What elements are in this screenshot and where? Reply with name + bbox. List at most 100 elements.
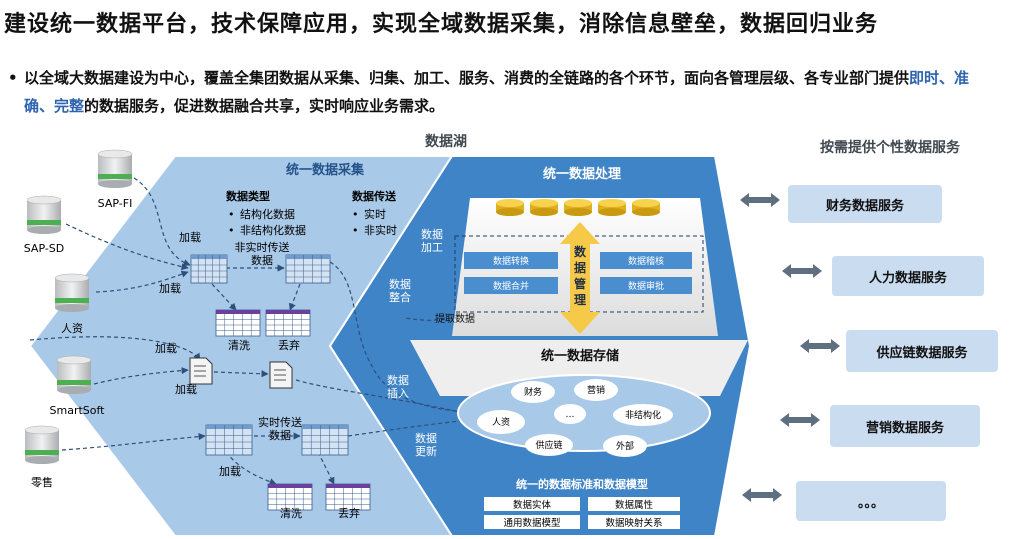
coin-icon [632,203,660,212]
coin-stack-icons [496,199,660,216]
database-icon [26,195,62,234]
data-type-bullet-1: • [228,208,235,221]
service-label: 财务数据服务 [825,198,904,214]
services-header: 按需提供个性数据服务 [820,139,961,156]
integration-label: 数据整合 [389,277,411,304]
coin-icon [496,203,524,212]
bullet-mark: • [8,69,18,87]
double-arrow-icon [780,413,820,427]
table-icon [301,424,349,456]
double-arrow-icon [782,264,822,278]
convert-box [464,252,558,269]
approve-box [600,277,692,294]
source-label: SAP-FI [98,197,133,210]
storage-item [477,410,525,434]
service-label: 供应链数据服务 [876,345,968,361]
load-label-1: 加载 [179,231,201,244]
nonrealtime-label: 非实时传送数据 [235,240,290,267]
collection-title: 统一数据采集 [286,162,365,178]
intro-highlight: 即时、准确、完整 [24,69,970,115]
data-transfer-title: 数据传送 [352,189,397,203]
storage-item-label: 非结构化 [625,409,661,421]
table-icon [205,424,253,456]
audit-label: 数据稽核 [628,255,664,267]
storage-item-label: 供应链 [535,439,562,451]
storage-item-label: 营销 [587,384,605,396]
service-label: 人力数据服务 [868,270,947,286]
service-box[interactable]: 财务数据服务 [788,185,942,223]
service-box[interactable]: 人力数据服务 [832,256,984,296]
database-icon [24,425,60,464]
merge-box [464,277,558,294]
processing-title: 统一数据处理 [543,166,621,182]
storage-item-label: 人资 [492,417,510,428]
standard-attr-label: 数据属性 [615,499,654,511]
table-icon [325,483,371,511]
intro-paragraph: • 以全域大数据建设为中心，覆盖全集团数据从采集、归集、加工、服务、消费的全链路… [8,64,998,120]
insert-label: 数据插入 [387,373,409,400]
standard-attr-box [588,497,680,511]
source-databases: SAP-FI SAP-SD 人资 SmartSoft 零售 [24,149,133,489]
storage-item [574,379,618,401]
source-label: 零售 [31,475,53,489]
convert-label: 数据转换 [493,255,529,267]
transfer-1: 实时 [364,207,386,221]
realtime-label: 实时传送数据 [258,415,302,442]
storage-item-label: 外部 [616,440,634,452]
database-icon [97,149,133,188]
management-arrow [560,222,600,334]
storage-title: 统一数据存储 [541,348,619,364]
storage-item [554,404,586,424]
service-label: 营销数据服务 [865,420,944,436]
storage-header-panel [410,340,748,396]
double-arrow-icon [742,488,782,502]
data-type-1: 结构化数据 [240,207,295,221]
data-type-2: 非结构化数据 [240,223,306,237]
update-label: 数据更新 [415,431,437,458]
merge-label: 数据合并 [493,280,529,292]
standard-model-box [484,515,580,529]
storage-item-label: 财务 [524,386,542,398]
standard-entity-box [484,497,580,511]
service-label: 。。。 [857,495,884,511]
database-icon [54,273,90,312]
database-icon [56,355,92,394]
transfer-bullet-1: • [352,208,359,221]
table-icon [190,254,228,284]
discard-label-2: 丢弃 [338,506,360,520]
load-label-4: 加载 [175,383,197,396]
storage-items: 财务营销人资…非结构化供应链外部 [477,379,673,457]
source-label: SAP-SD [24,242,65,255]
data-lake-label: 数据湖 [425,133,467,150]
storage-item [525,434,573,456]
approve-label: 数据审批 [628,280,664,292]
double-arrow-icon [740,193,780,207]
standard-model-label: 通用数据模型 [503,517,561,529]
discard-label-1: 丢弃 [278,338,300,352]
standard-mapping-box [588,515,680,529]
source-label: SmartSoft [50,404,106,417]
document-icon [269,361,293,389]
service-box[interactable]: 供应链数据服务 [846,330,998,372]
coin-icon [564,203,592,212]
source-label: 人资 [61,322,83,335]
document-icon [189,357,213,385]
load-label-2: 加载 [159,282,181,295]
table-icon [267,483,313,511]
page-title: 建设统一数据平台，技术保障应用，实现全域数据采集，消除信息壁垒，数据回归业务 [4,11,879,37]
clean-label-2: 清洗 [280,507,302,520]
table-icon [215,309,261,337]
standard-entity-label: 数据实体 [513,499,552,511]
table-icon [285,254,331,284]
intro-text-1: 以全域大数据建设为中心，覆盖全集团数据从采集、归集、加工、服务、消费的全链路的各… [24,69,910,87]
audit-box [600,252,692,269]
load-label-5: 加载 [219,465,241,478]
table-icon [265,309,311,337]
service-box[interactable]: 。。。 [796,481,946,521]
storage-item [511,381,555,403]
service-box[interactable]: 营销数据服务 [830,405,980,447]
intro-text-2: 的数据服务，促进数据融合共享，实时响应业务需求。 [84,97,445,115]
coin-icon [530,203,558,212]
standard-mapping-label: 数据映射关系 [605,517,662,529]
